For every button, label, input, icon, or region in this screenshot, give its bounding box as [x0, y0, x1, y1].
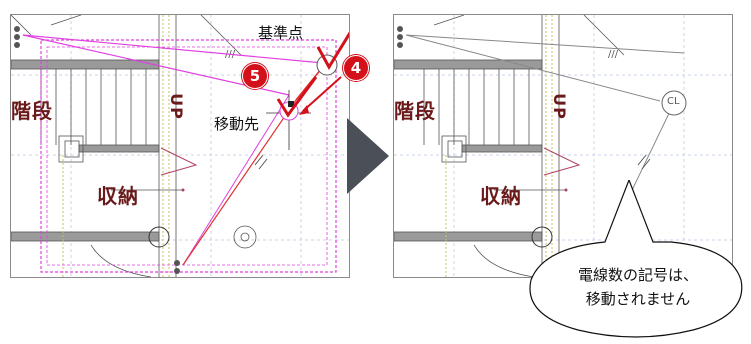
- room-label-stairs: 階段: [11, 99, 53, 123]
- floor-plan-after: ///: [394, 15, 732, 277]
- step-badge-5: 5: [242, 63, 268, 89]
- up-mark: UP: [166, 93, 186, 120]
- arrow-right-icon: [347, 118, 389, 194]
- callout-line-1: 電線数の記号は、: [577, 266, 698, 284]
- callout-text: 電線数の記号は、 移動されません: [538, 263, 738, 311]
- svg-text:///: ///: [608, 49, 619, 60]
- speech-bubble: [529, 180, 743, 338]
- room-label-stairs: 階段: [394, 99, 436, 123]
- drawing-panel-after[interactable]: /// 階段 収納 UP CL: [393, 14, 733, 278]
- floor-plan-before: ///: [11, 15, 349, 277]
- callout-line-2: 移動されません: [585, 290, 691, 308]
- cl-mark: CL: [667, 96, 680, 107]
- step-badge-4: 4: [343, 55, 369, 81]
- up-mark: UP: [549, 93, 569, 120]
- room-label-storage: 収納: [480, 184, 522, 208]
- drawing-panel-before[interactable]: /// 階段 収納 UP: [10, 14, 350, 278]
- room-label-storage: 収納: [97, 184, 139, 208]
- label-destination: 移動先: [214, 115, 260, 133]
- label-base-point: 基準点: [258, 24, 304, 42]
